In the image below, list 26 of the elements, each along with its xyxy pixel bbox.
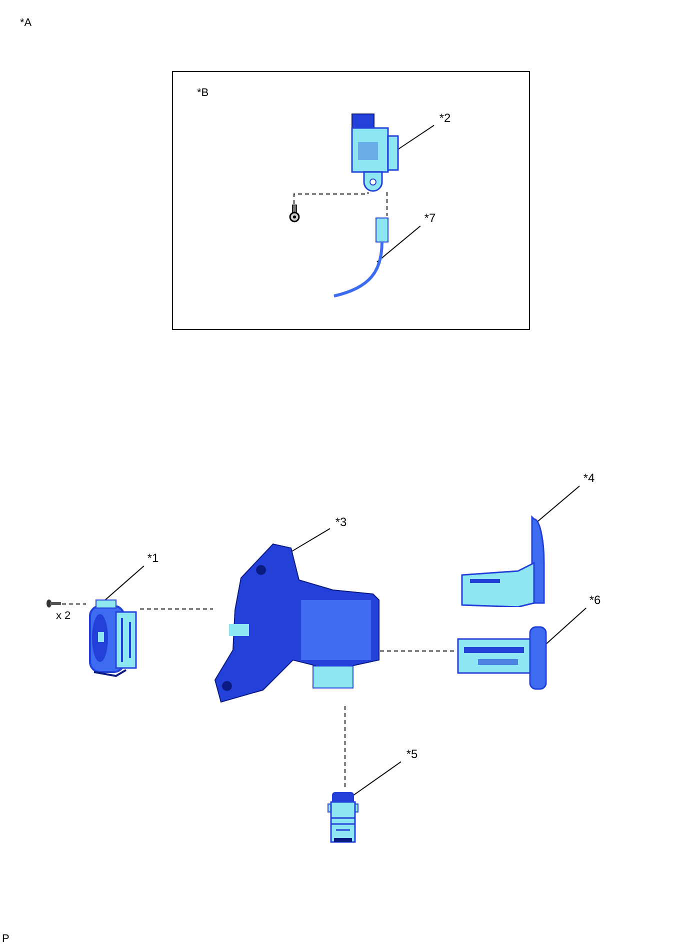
assembly-line — [386, 192, 388, 216]
callout-number: *5 — [401, 746, 423, 762]
assembly-line — [140, 608, 214, 610]
callout-number: *1 — [142, 550, 164, 566]
leader-line — [396, 124, 434, 150]
callout-number: *7 — [419, 210, 441, 226]
bolt-drawing — [289, 204, 300, 223]
leader-line — [104, 566, 144, 602]
callout-number: *2 — [434, 110, 456, 126]
callout-number: *3 — [330, 514, 352, 530]
screw-drawing — [46, 599, 62, 608]
detail-frame — [172, 71, 530, 330]
detail-label: *B — [197, 88, 209, 99]
assembly-line — [294, 192, 368, 204]
figure-label: P — [2, 934, 10, 945]
sensor-drawing — [350, 112, 402, 192]
leader-line — [536, 486, 580, 522]
quantity-label: x 2 — [56, 611, 71, 622]
switch-drawing — [86, 598, 140, 678]
leader-line — [544, 608, 587, 646]
figure-label: *A — [20, 18, 32, 29]
callout-number: *4 — [578, 470, 600, 486]
callout-number: *6 — [584, 592, 606, 608]
assembly-line — [380, 650, 454, 652]
connector-drawing — [326, 790, 360, 844]
leader-line — [376, 226, 421, 262]
